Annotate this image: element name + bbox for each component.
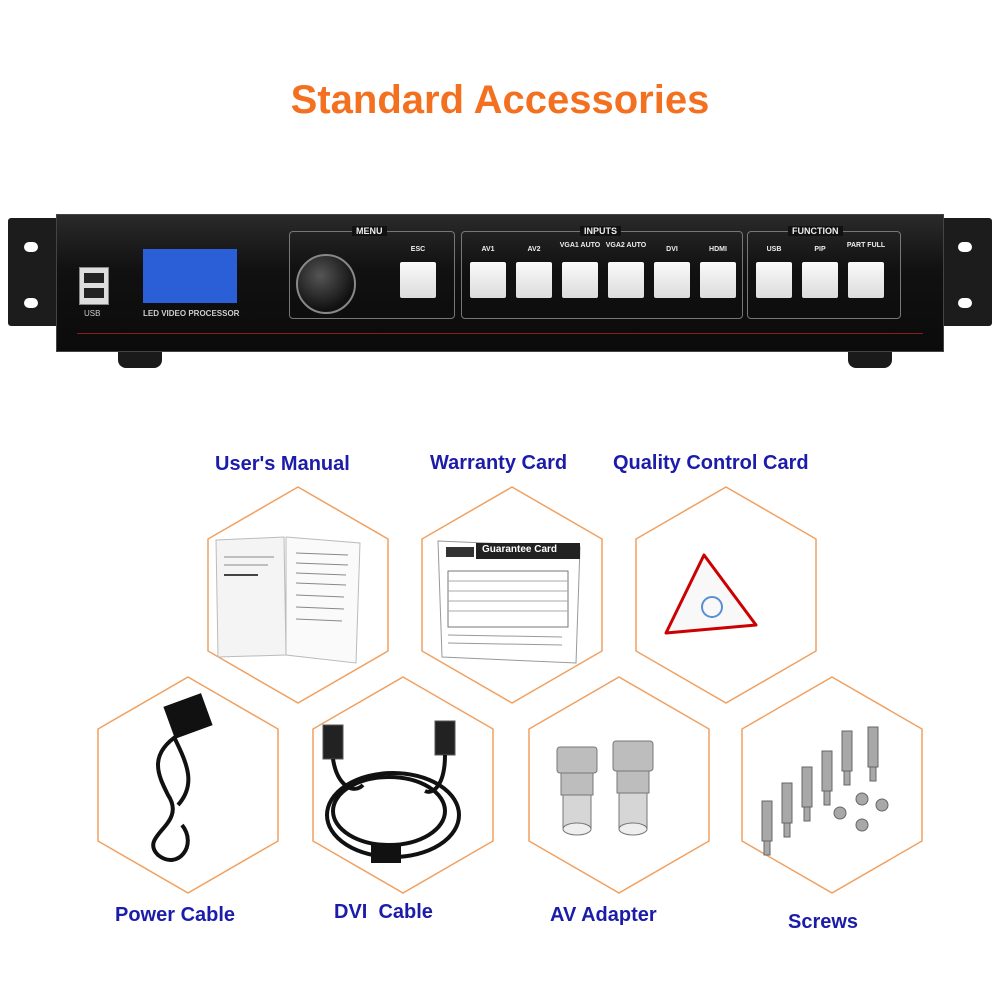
hex-av-adapter — [509, 675, 729, 895]
menu-knob-icon — [296, 254, 356, 314]
esc-button — [400, 262, 436, 298]
dvi-button — [654, 262, 690, 298]
function-label-usb: USB — [766, 246, 782, 253]
hex-warranty-card: Guarantee Card — [402, 485, 622, 705]
vga2-button — [608, 262, 644, 298]
dvi-cable-icon — [322, 720, 461, 863]
label-quality-control-card: Quality Control Card — [613, 452, 809, 474]
manual-icon — [215, 536, 361, 664]
warranty-card-icon — [437, 540, 581, 664]
hex-users-manual — [188, 485, 408, 705]
usb-port-label: USB — [84, 309, 101, 318]
function-label-pip: PIP — [814, 246, 826, 253]
led-video-processor: USB LED VIDEO PROCESSOR MENU ESC INPUTS … — [8, 214, 992, 378]
hex-power-cable — [78, 675, 298, 895]
menu-group-label: MENU — [352, 226, 387, 236]
warranty-card-title: Guarantee Card — [482, 544, 558, 555]
part-full-button — [848, 262, 884, 298]
label-warranty-card: Warranty Card — [430, 452, 568, 474]
usb-button — [756, 262, 792, 298]
qc-card-icon — [664, 553, 758, 635]
inputs-group: INPUTS AV1 AV2 VGA1 AUTO VGA2 AUTO DVI H… — [461, 226, 743, 319]
hdmi-button — [700, 262, 736, 298]
av1-button — [470, 262, 506, 298]
input-label-av1: AV1 — [481, 246, 495, 253]
power-cable-icon — [151, 693, 213, 862]
lcd-label: LED VIDEO PROCESSOR — [143, 309, 240, 318]
usb-port-icon — [79, 267, 109, 305]
menu-group: MENU ESC — [289, 226, 455, 319]
hex-dvi-cable — [293, 675, 513, 895]
input-label-vga2: VGA2 AUTO — [605, 242, 647, 249]
front-panel: USB LED VIDEO PROCESSOR MENU ESC INPUTS … — [56, 214, 944, 352]
input-label-av2: AV2 — [527, 246, 541, 253]
device-foot — [848, 348, 892, 368]
inputs-group-label: INPUTS — [580, 226, 622, 236]
label-av-adapter: AV Adapter — [550, 904, 657, 926]
screws-icon — [761, 726, 889, 856]
divider — [77, 333, 923, 334]
function-label-part-full: PART FULL — [846, 242, 886, 249]
pip-button — [802, 262, 838, 298]
input-label-dvi: DVI — [666, 246, 678, 253]
label-power-cable: Power Cable — [115, 904, 236, 926]
hex-quality-control-card — [616, 485, 836, 705]
hex-screws — [722, 675, 942, 895]
label-dvi-cable: DVI Cable — [334, 901, 433, 923]
av-adapter-icon — [556, 740, 654, 836]
label-users-manual: User's Manual — [215, 453, 350, 475]
input-label-vga1: VGA1 AUTO — [559, 242, 601, 249]
rack-ear-left — [8, 218, 58, 326]
av2-button — [516, 262, 552, 298]
rack-ear-right — [942, 218, 992, 326]
input-label-hdmi: HDMI — [709, 246, 727, 253]
page-title: Standard Accessories — [290, 78, 710, 122]
lcd-screen — [143, 249, 237, 303]
device-foot — [118, 348, 162, 368]
function-group: FUNCTION USB PIP PART FULL — [747, 226, 901, 319]
function-group-label: FUNCTION — [788, 226, 843, 236]
vga1-button — [562, 262, 598, 298]
label-screws: Screws — [788, 911, 859, 933]
esc-label: ESC — [410, 246, 426, 253]
